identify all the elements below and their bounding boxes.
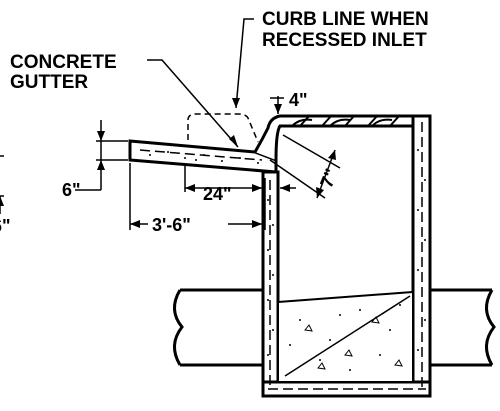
dim-7in-label: 7" (316, 166, 341, 191)
leader-arrow-gutter (229, 135, 238, 147)
recessed-curb-outline (187, 113, 259, 143)
concrete-gutter-label-line1: CONCRETE (10, 52, 117, 73)
dim-left-partial-label: 6" (0, 216, 11, 236)
curb-line-label-line1: CURB LINE WHEN (262, 9, 429, 30)
leaders (147, 18, 254, 148)
concrete-gutter-slab (128, 139, 278, 174)
leader-arrow-curb (232, 98, 240, 108)
concrete-gutter-label-line2: GUTTER (10, 72, 88, 93)
dim-3ft6in-label: 3'-6" (152, 215, 191, 235)
curb-top (253, 114, 432, 161)
dim-6in-label: 6" (62, 180, 81, 200)
dimension-arrows (0, 104, 336, 228)
inlet-box (261, 114, 432, 398)
curb-line-label-line2: RECESSED INLET (262, 30, 427, 51)
pipe (173, 288, 496, 367)
dim-4in-label: 4" (289, 90, 308, 110)
dim-24in-label: 24" (203, 184, 232, 204)
